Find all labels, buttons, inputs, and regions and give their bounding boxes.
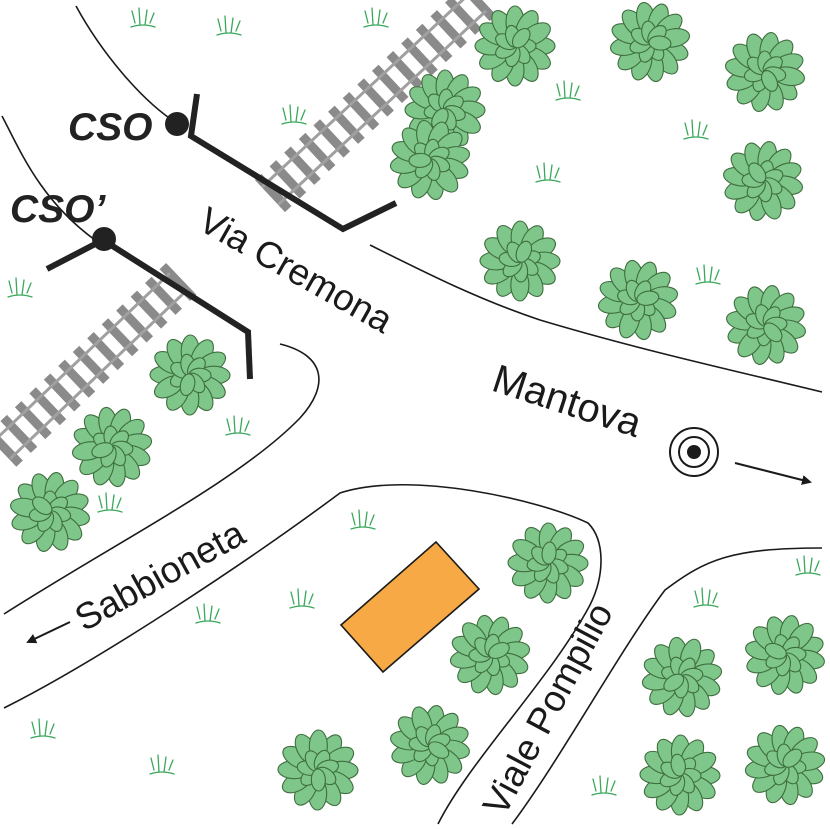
- mantova-label: Mantova: [487, 357, 647, 446]
- concentric-circles-icon: [669, 427, 719, 477]
- trees: [10, 1, 826, 816]
- grass-tuft: [216, 15, 242, 36]
- tree: [726, 285, 806, 365]
- cso-prime-label: CSO’: [10, 188, 107, 231]
- grass-tuft: [695, 264, 721, 285]
- cso-point: [165, 112, 189, 136]
- grass-tuft: [555, 80, 581, 101]
- orange-building: [339, 540, 481, 674]
- tree: [390, 705, 470, 785]
- cso-sign-bar: [187, 93, 398, 233]
- tree: [507, 522, 589, 604]
- viale-pompilio-east-edge: [511, 547, 823, 825]
- tree: [10, 472, 90, 552]
- cso-sign-structures: [45, 93, 398, 380]
- tree: [149, 334, 231, 416]
- tree: [641, 636, 723, 718]
- grass-tuft: [130, 7, 156, 28]
- grass-tuft: [225, 415, 251, 436]
- railway-tracks: [0, 0, 497, 467]
- railway-track-north: [254, 0, 497, 213]
- grass-tuft: [195, 603, 221, 624]
- tree: [745, 615, 825, 695]
- tree: [449, 614, 531, 696]
- tree: [744, 724, 826, 806]
- grass-tuft: [591, 775, 617, 796]
- grass-tuft: [795, 555, 821, 576]
- grass-tuft: [7, 277, 33, 298]
- tree: [724, 31, 806, 113]
- tree: [277, 729, 359, 811]
- tree: [723, 141, 803, 221]
- grass-tuft: [350, 509, 376, 530]
- cso-prime-point: [92, 227, 116, 251]
- road-network: [1, 5, 823, 825]
- grass-tuft: [683, 119, 709, 140]
- grass-tuft: [535, 162, 561, 183]
- tree: [71, 406, 153, 488]
- sabbioneta-label: Sabbioneta: [68, 512, 252, 639]
- sabbioneta-north-edge: [3, 343, 320, 615]
- grass-tuft: [281, 104, 307, 125]
- via-cremona-north-edge: [369, 244, 823, 393]
- via-cremona-label: Via Cremona: [192, 199, 400, 341]
- tree: [639, 734, 721, 816]
- grass-tufts: [7, 7, 821, 796]
- cso-label: CSO: [68, 106, 153, 149]
- grass-tuft: [289, 588, 315, 609]
- railway-track-south: [0, 262, 197, 467]
- road-edge-cso-prime-arc: [1, 115, 96, 241]
- tree: [389, 119, 471, 201]
- tree: [609, 1, 691, 83]
- tree: [474, 5, 556, 87]
- arrow-right-icon: [734, 462, 812, 485]
- sabbioneta-south-edge: [3, 483, 602, 825]
- grass-tuft: [149, 754, 175, 775]
- road-edge-cso-arc: [75, 5, 179, 125]
- grass-tuft: [693, 587, 719, 608]
- grass-tuft: [363, 7, 389, 28]
- arrow-left-icon: [26, 621, 71, 644]
- grass-tuft: [97, 492, 123, 513]
- grass-tuft: [30, 718, 56, 739]
- tree: [479, 220, 561, 302]
- tree: [597, 259, 679, 341]
- cso-prime-sign-bar: [45, 236, 253, 380]
